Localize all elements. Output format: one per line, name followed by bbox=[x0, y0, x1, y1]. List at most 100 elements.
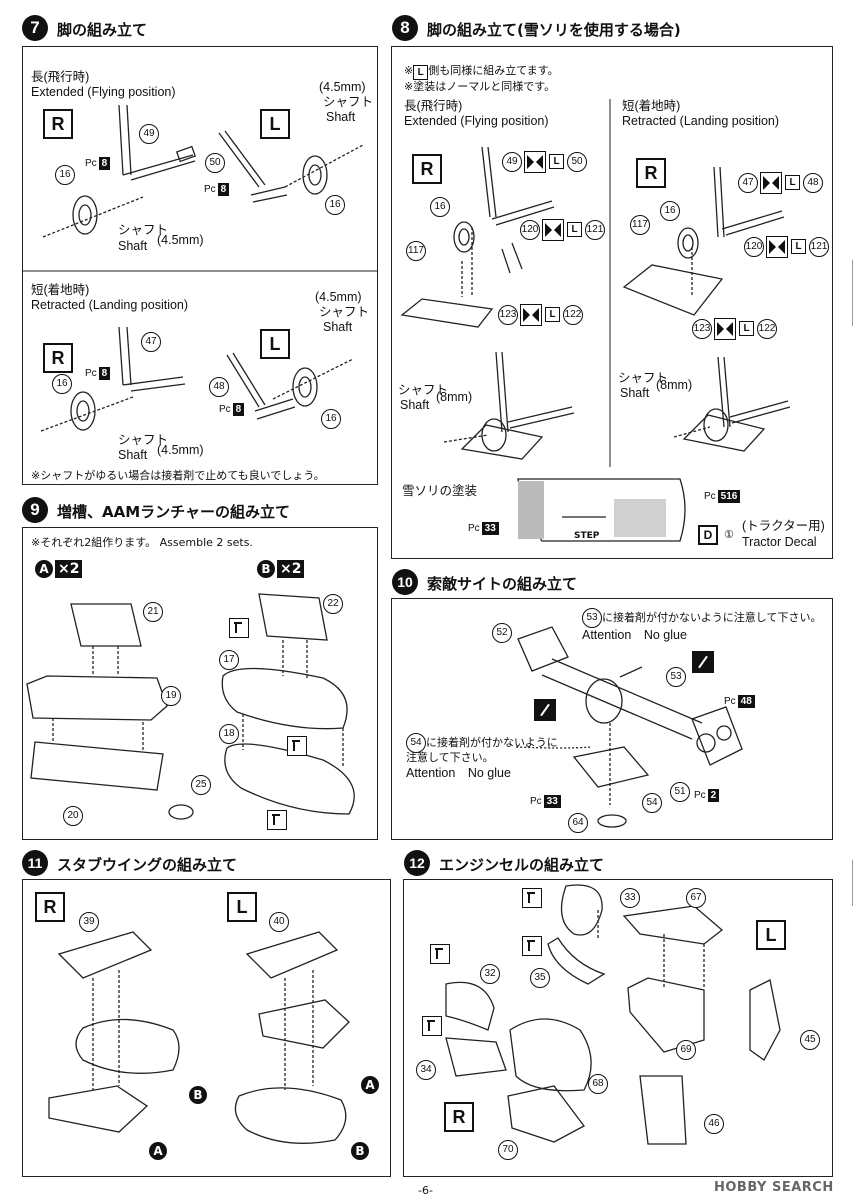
stub-wing-drawing bbox=[48, 931, 350, 1144]
right-side-label: R bbox=[636, 158, 666, 188]
decal-d-label: D bbox=[698, 525, 718, 545]
sled-step-label: STEP bbox=[574, 531, 600, 541]
step-8-title: 脚の組み立て(雪ソリを使用する場合) bbox=[427, 21, 681, 39]
part-39: 39 bbox=[79, 912, 99, 932]
part-122: 122 bbox=[757, 319, 777, 339]
part-25: 25 bbox=[191, 775, 211, 795]
part-17: 17 bbox=[219, 650, 239, 670]
right-side-label: R bbox=[444, 1102, 474, 1132]
shaft-en: Shaft bbox=[118, 448, 148, 462]
part-20: 20 bbox=[63, 806, 83, 826]
shaft-size: (4.5mm) bbox=[319, 80, 366, 94]
shaft-size: (4.5mm) bbox=[315, 290, 362, 304]
part-54: 54 bbox=[406, 733, 426, 753]
shaft-en: Shaft bbox=[620, 386, 650, 400]
part-64: 64 bbox=[568, 813, 588, 833]
sled-paint-label: 雪ソリの塗装 bbox=[402, 484, 478, 498]
step-12-title: エンジンセルの組み立て bbox=[439, 856, 605, 874]
part-117: 117 bbox=[630, 215, 650, 235]
shaft-size: (4.5mm) bbox=[157, 233, 204, 247]
page-number: -6- bbox=[418, 1184, 433, 1197]
part-22: 22 bbox=[323, 594, 343, 614]
hobby-search-watermark: HOBBY SEARCH bbox=[714, 1180, 834, 1195]
snow-sled-gear-drawing bbox=[400, 99, 791, 542]
step7-extended-en: Extended (Flying position) bbox=[31, 85, 176, 99]
shaft-jp: シャフト bbox=[618, 371, 669, 385]
shaft-en: Shaft bbox=[118, 239, 148, 253]
symmetric-icon bbox=[524, 151, 546, 173]
step-10-number: 10 bbox=[392, 569, 418, 595]
label-a: A bbox=[361, 1076, 379, 1094]
part-40: 40 bbox=[269, 912, 289, 932]
part-52: 52 bbox=[492, 623, 512, 643]
step-12-number: 12 bbox=[404, 850, 430, 876]
label-a: A bbox=[149, 1142, 167, 1160]
step-11-panel: R L 39 40 B A A B bbox=[22, 879, 391, 1177]
glue-icon bbox=[287, 736, 307, 756]
part-21: 21 bbox=[143, 602, 163, 622]
shaft-size: (8mm) bbox=[436, 390, 473, 404]
step9-note: ※それぞれ2組作ります。 Assemble 2 sets. bbox=[31, 536, 253, 549]
symmetric-icon bbox=[760, 172, 782, 194]
part-16: 16 bbox=[660, 201, 680, 221]
part-33: 33 bbox=[620, 888, 640, 908]
step7-retracted-jp: 短(着地時) bbox=[31, 283, 90, 297]
shaft-jp: シャフト bbox=[398, 383, 449, 397]
part-120: 120 bbox=[744, 237, 764, 257]
step8-retracted-en: Retracted (Landing position) bbox=[622, 114, 780, 128]
tractor-decal-jp: (トラクター用) bbox=[742, 519, 825, 533]
step-9-number: 9 bbox=[22, 497, 48, 523]
shaft-size: (4.5mm) bbox=[157, 443, 204, 457]
shaft-jp: シャフト bbox=[319, 305, 370, 319]
part-16: 16 bbox=[430, 197, 450, 217]
right-side-label: R bbox=[35, 892, 65, 922]
part-53: 53 bbox=[666, 667, 686, 687]
step-7-title: 脚の組み立て bbox=[57, 21, 148, 39]
part-16: 16 bbox=[52, 374, 72, 394]
label-b: B bbox=[189, 1086, 207, 1104]
glue-icon bbox=[522, 936, 542, 956]
shaft-size: (8mm) bbox=[656, 378, 693, 392]
tractor-decal-en: Tractor Decal bbox=[742, 535, 817, 549]
left-side-label: L bbox=[549, 154, 564, 169]
part-47: 47 bbox=[141, 332, 161, 352]
part-70: 70 bbox=[498, 1140, 518, 1160]
step-10-title: 索敵サイトの組み立て bbox=[427, 575, 578, 593]
part-121: 121 bbox=[585, 220, 605, 240]
right-side-label: R bbox=[412, 154, 442, 184]
symmetric-icon bbox=[766, 236, 788, 258]
search-sight-drawing bbox=[515, 626, 743, 828]
part-32: 32 bbox=[480, 964, 500, 984]
left-side-label: L bbox=[791, 239, 806, 254]
part-48: 48 bbox=[803, 173, 823, 193]
shaft-jp: シャフト bbox=[118, 433, 169, 447]
shaft-en: Shaft bbox=[323, 320, 353, 334]
landing-gear-drawing bbox=[23, 104, 377, 432]
step8-retracted-jp: 短(着地時) bbox=[622, 99, 681, 113]
part-67: 67 bbox=[686, 888, 706, 908]
right-side-label: R bbox=[43, 109, 73, 139]
right-side-label: R bbox=[43, 343, 73, 373]
part-69: 69 bbox=[676, 1040, 696, 1060]
part-54: 54 bbox=[642, 793, 662, 813]
part-19: 19 bbox=[161, 686, 181, 706]
step-12-panel: 33 67 L 35 32 69 45 34 68 R 46 70 bbox=[403, 879, 833, 1177]
engine-cell-drawing bbox=[445, 884, 781, 1145]
part-68: 68 bbox=[588, 1074, 608, 1094]
glue-icon bbox=[430, 944, 450, 964]
left-side-label: L bbox=[567, 222, 582, 237]
part-123: 123 bbox=[498, 305, 518, 325]
set-a-times-2: A×2 bbox=[35, 560, 83, 578]
shaft-en: Shaft bbox=[326, 110, 356, 124]
step8-note-2: ※塗装はノーマルと同様です。 bbox=[404, 80, 556, 93]
part-18: 18 bbox=[219, 724, 239, 744]
glue-icon bbox=[422, 1016, 442, 1036]
part-121: 121 bbox=[809, 237, 829, 257]
part-35: 35 bbox=[530, 968, 550, 988]
part-50: 50 bbox=[205, 153, 225, 173]
